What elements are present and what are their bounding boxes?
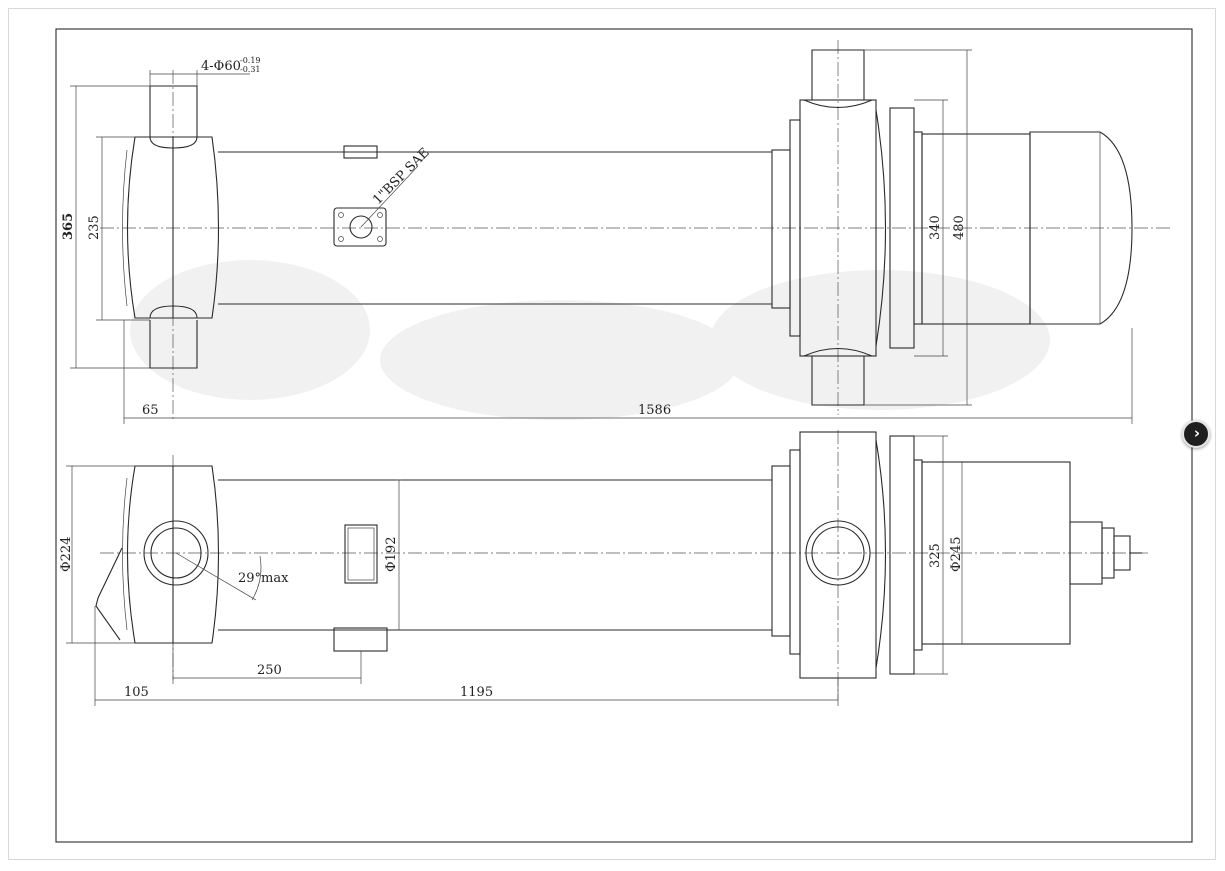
dim-325: 325 xyxy=(928,543,943,568)
dim-phi224: Φ224 xyxy=(59,537,74,572)
dim-480: 480 xyxy=(952,215,967,240)
dim-105: 105 xyxy=(124,685,149,700)
pin-tol-lower: -0.31 xyxy=(240,65,261,74)
bottom-dimensions: Φ224 Φ192 29°max 250 105 1195 325 xyxy=(59,435,964,706)
dim-1195: 1195 xyxy=(460,685,493,700)
image-frame xyxy=(8,8,1216,860)
chevron-right-icon: › xyxy=(1193,424,1201,442)
bottom-view xyxy=(95,430,1150,700)
pin-spec-label: 4-Φ60 xyxy=(201,59,241,74)
dim-1586: 1586 xyxy=(638,403,671,418)
drawing-border xyxy=(55,28,1193,843)
dim-phi192: Φ192 xyxy=(384,537,399,572)
dim-365: 365 xyxy=(61,213,76,240)
dim-250: 250 xyxy=(257,663,282,678)
dim-235: 235 xyxy=(87,215,102,240)
dim-340: 340 xyxy=(928,215,943,240)
dim-phi245: Φ245 xyxy=(949,537,964,572)
top-view xyxy=(100,40,1170,420)
watermark xyxy=(130,260,1050,420)
next-image-button[interactable]: › xyxy=(1182,420,1210,448)
dim-65: 65 xyxy=(142,403,159,418)
angle-label: 29°max xyxy=(238,571,289,586)
pin-tol-upper: -0.19 xyxy=(240,56,261,65)
port-spec-label: 1"BSP SAE xyxy=(370,145,432,207)
